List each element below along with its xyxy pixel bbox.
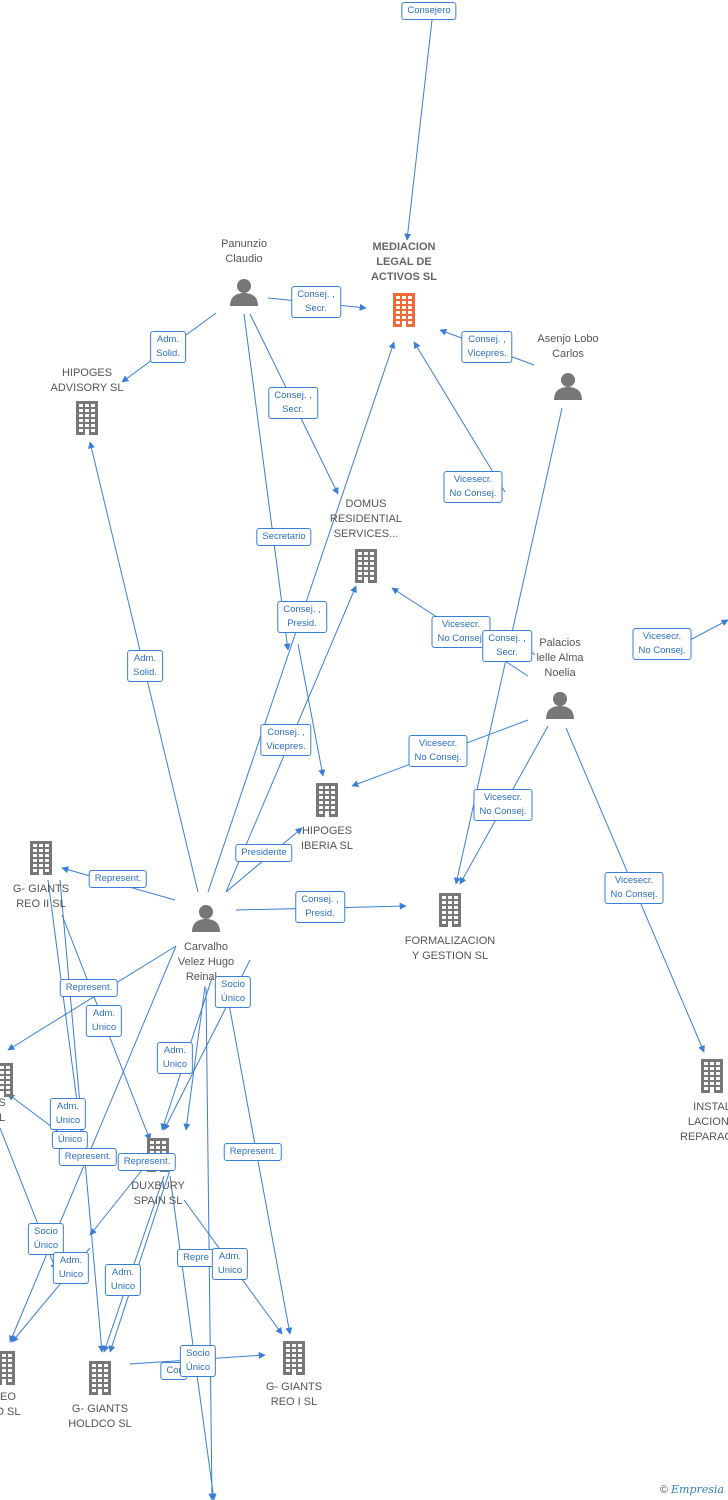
edge-line — [9, 945, 177, 1343]
node-hipoges_adv[interactable]: HIPOGES ADVISORY SL — [27, 366, 147, 396]
edge-role-label[interactable]: Adm. Unico — [104, 1264, 142, 1296]
building-icon[interactable] — [393, 293, 415, 332]
edge-role-label[interactable]: Adm. Solid. — [150, 331, 186, 363]
edge-role-label[interactable]: Secretario — [256, 528, 312, 546]
node-panunzio[interactable]: Panunzio Claudio — [184, 237, 304, 267]
company-name[interactable]: HIPOGES IBERIA SL — [301, 825, 353, 852]
building-icon[interactable] — [283, 1341, 305, 1380]
edge-line — [7, 945, 177, 1051]
node-asenjo[interactable]: Asenjo Lobo Carlos — [508, 332, 628, 362]
company-name[interactable]: MEDIACION LEGAL DE ACTIVOS SL — [370, 241, 437, 283]
edge-role-label[interactable]: Presidente — [235, 844, 293, 862]
edge-role-label[interactable]: Consej. , Secr. — [482, 630, 532, 662]
edge-role-label[interactable]: Vicesecr. No Consej. — [604, 872, 664, 904]
edge-role-label[interactable]: Represent. — [223, 1143, 283, 1161]
company-name[interactable]: G- GIANTS REO I SL — [265, 1381, 323, 1408]
company-name[interactable]: DUXBURY SPAIN SL — [131, 1180, 185, 1207]
footer-brand: © Empresia — [660, 1483, 724, 1496]
edge-role-label[interactable]: Socio Único — [214, 976, 252, 1008]
edge-line — [243, 313, 291, 651]
edge-role-label[interactable]: Vicesecr. No Consej. — [431, 616, 491, 648]
edge-line — [225, 987, 293, 1335]
edge-role-label[interactable]: Vicesecr. No Consej. — [632, 628, 692, 660]
edge-role-label[interactable]: Adm. Unico — [156, 1042, 194, 1074]
person-icon[interactable] — [545, 691, 575, 724]
building-icon[interactable] — [30, 841, 52, 880]
building-icon[interactable] — [439, 893, 461, 932]
edge-role-label[interactable]: Socio Único — [179, 1345, 217, 1377]
edge-role-label[interactable]: Vicesecr. No Consej. — [473, 789, 533, 821]
edge-line — [205, 987, 216, 1500]
edge-line — [89, 1159, 151, 1236]
edge-role-label[interactable]: Consej. , Vicepres. — [461, 331, 513, 363]
empresia-logo: Empresia — [671, 1483, 724, 1496]
node-instal[interactable]: INSTAL LACIONS REPARACIO — [652, 1100, 728, 1145]
edge-line — [183, 985, 206, 1131]
edge-role-label[interactable]: Adm. Unico — [49, 1098, 87, 1130]
edge-role-label[interactable]: Consej. , Presid. — [295, 891, 345, 923]
company-name[interactable]: G- GIANTS REO II SL — [12, 883, 70, 910]
edge-role-label[interactable]: Adm. Unico — [85, 1005, 123, 1037]
edge-line — [169, 1175, 217, 1500]
edge-role-label[interactable]: Consej. , Presid. — [277, 601, 327, 633]
company-name[interactable]: G- GIANTS HOLDCO SL — [68, 1403, 132, 1430]
edge-role-label[interactable]: Socio Único — [27, 1223, 65, 1255]
edge-role-label[interactable]: Consej. , Vicepres. — [260, 724, 312, 756]
edge-line — [689, 619, 728, 641]
person-name[interactable]: Palacios lelle Alma Noelia — [536, 637, 584, 679]
building-icon[interactable] — [76, 401, 98, 440]
person-icon[interactable] — [229, 278, 259, 311]
edge-role-label[interactable]: Adm. Unico — [211, 1248, 249, 1280]
node-mediacion[interactable]: MEDIACION LEGAL DE ACTIVOS SL — [344, 240, 464, 285]
edge-role-label[interactable]: Adm. Solid. — [127, 650, 163, 682]
building-icon[interactable] — [89, 1361, 111, 1400]
node-ggiants_holdco[interactable]: G- GIANTS HOLDCO SL — [40, 1402, 160, 1432]
node-left_s[interactable]: S L — [0, 1096, 62, 1126]
edge-role-label[interactable]: Adm. Unico — [52, 1252, 90, 1284]
building-icon[interactable] — [0, 1063, 13, 1102]
edge-line — [108, 1169, 171, 1353]
company-name[interactable]: REO CO SL — [0, 1391, 21, 1418]
node-ggiants_reo2[interactable]: G- GIANTS REO II SL — [0, 882, 101, 912]
person-name[interactable]: Asenjo Lobo Carlos — [537, 333, 599, 360]
edge-line — [47, 879, 85, 1141]
edge-role-label[interactable]: Vicesecr. No Consej. — [408, 735, 468, 767]
node-formalizacion[interactable]: FORMALIZACION Y GESTION SL — [390, 934, 510, 964]
company-name[interactable]: FORMALIZACION Y GESTION SL — [404, 935, 496, 962]
person-icon[interactable] — [191, 904, 221, 937]
edge-role-label[interactable]: Represent. — [88, 870, 148, 888]
node-hipoges_ib[interactable]: HIPOGES IBERIA SL — [267, 824, 387, 854]
company-name[interactable]: INSTAL LACIONS REPARACIO — [680, 1101, 728, 1143]
building-icon[interactable] — [0, 1351, 15, 1390]
building-icon[interactable] — [316, 783, 338, 822]
edge-line — [413, 341, 506, 493]
edge-role-label[interactable]: Represent. — [59, 979, 119, 997]
edge-line — [404, 19, 433, 241]
company-name[interactable]: DOMUS RESIDENTIAL SERVICES... — [329, 498, 403, 540]
edge-role-label[interactable]: Consej. , Secr. — [291, 286, 341, 318]
copyright-symbol: © — [659, 1484, 668, 1496]
node-palacios[interactable]: Palacios lelle Alma Noelia — [500, 636, 620, 681]
node-reo_co[interactable]: REO CO SL — [0, 1390, 64, 1420]
edge-line — [297, 643, 326, 777]
person-name[interactable]: Panunzio Claudio — [221, 238, 267, 265]
building-icon[interactable] — [701, 1059, 723, 1098]
edge-role-label[interactable]: Vicesecr. No Consej. — [443, 471, 503, 503]
edge-role-label[interactable]: Consej. , Secr. — [268, 387, 318, 419]
node-ggiants_reo1[interactable]: G- GIANTS REO I SL — [234, 1380, 354, 1410]
edge-role-label[interactable]: Consejero — [401, 2, 457, 20]
edge-role-label[interactable]: Represent. — [58, 1148, 118, 1166]
edge-role-label[interactable]: Único — [51, 1131, 89, 1149]
node-domus[interactable]: DOMUS RESIDENTIAL SERVICES... — [306, 497, 426, 542]
edge-role-label[interactable]: Repre — [177, 1249, 215, 1267]
company-name[interactable]: HIPOGES ADVISORY SL — [50, 367, 124, 394]
person-icon[interactable] — [553, 372, 583, 405]
edge-role-label[interactable]: Represent. — [117, 1153, 177, 1171]
company-name[interactable]: S L — [0, 1097, 6, 1124]
building-icon[interactable] — [355, 549, 377, 588]
node-duxbury[interactable]: DUXBURY SPAIN SL — [98, 1179, 218, 1209]
